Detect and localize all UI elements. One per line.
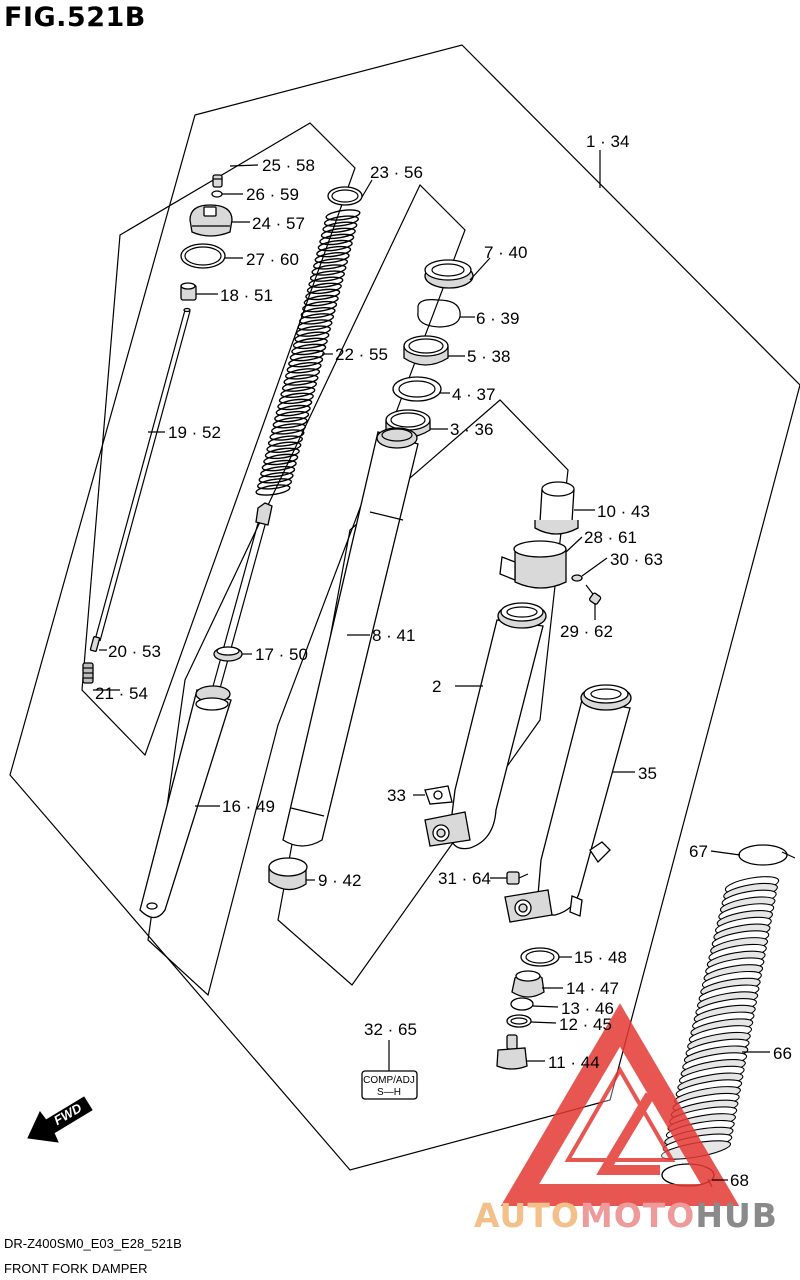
callout-5-38: 5 · 38: [467, 347, 510, 366]
callout-27-60: 27 · 60: [246, 250, 299, 269]
comp-adj-label-32[interactable]: COMP/ADJ S—H: [361, 1070, 418, 1100]
rod-19[interactable]: [94, 307, 191, 642]
watermark-logo-icon: [500, 1003, 740, 1206]
callout-19-52: 19 · 52: [168, 423, 221, 442]
callout-1-34: 1 · 34: [586, 132, 629, 151]
o-ring-15-inner: [525, 950, 555, 964]
watermark-hub: HUB: [695, 1196, 778, 1235]
svg-text:S—H: S—H: [377, 1087, 401, 1098]
bolt-25[interactable]: [212, 174, 223, 188]
watermark-text: AUTOMOTOHUB: [474, 1196, 778, 1235]
callout-26-59: 26 · 59: [246, 185, 299, 204]
clamp-67[interactable]: [738, 844, 796, 866]
subassembly-boundary-cartridge: [277, 399, 569, 986]
subassembly-boundary-inner-tube: [147, 183, 466, 997]
callout-7-40: 7 · 40: [484, 243, 527, 262]
callout-4-37: 4 · 37: [452, 385, 495, 404]
bolt-29[interactable]: [585, 584, 602, 605]
callout-67: 67: [689, 842, 708, 861]
callout-31-64: 31 · 64: [438, 869, 491, 888]
washer-30[interactable]: [571, 574, 583, 582]
figure-code: DR-Z400SM0_E03_E28_521B: [4, 1236, 182, 1251]
nut-18[interactable]: [180, 282, 197, 301]
callout-21-54: 21 · 54: [95, 684, 148, 703]
bolt-31[interactable]: [506, 871, 529, 885]
callout-15-48: 15 · 48: [574, 948, 627, 967]
callout-13-46: 13 · 46: [561, 999, 614, 1018]
inner-tube-8[interactable]: [282, 427, 419, 847]
figure-name: FRONT FORK DAMPER: [4, 1261, 148, 1276]
clip-6[interactable]: [417, 299, 461, 328]
outer-tube-2[interactable]: [424, 602, 547, 850]
callout-66: 66: [773, 1044, 792, 1063]
callout-25-58: 25 · 58: [262, 156, 315, 175]
outer-tube-35[interactable]: [504, 684, 632, 923]
callout-68: 68: [730, 1171, 749, 1190]
watermark-moto: MOTO: [579, 1196, 696, 1235]
fwd-arrow-icon: FWD: [27, 1096, 93, 1143]
callout-32-65: 32 · 65: [364, 1020, 417, 1039]
callout-10-43: 10 · 43: [597, 502, 650, 521]
callout-33: 33: [387, 786, 406, 805]
callout-35: 35: [638, 764, 657, 783]
callout-14-47: 14 · 47: [566, 979, 619, 998]
callout-3-36: 3 · 36: [450, 420, 493, 439]
o-ring-12-inner: [510, 1017, 528, 1025]
svg-text:COMP/ADJ: COMP/ADJ: [363, 1075, 415, 1086]
callout-24-57: 24 · 57: [252, 214, 305, 233]
cap-bolt-24[interactable]: [189, 204, 233, 237]
watermark-auto: AUTO: [474, 1196, 580, 1235]
callout-20-53: 20 · 53: [108, 642, 161, 661]
callout-2: 2: [432, 677, 441, 696]
clamp-28[interactable]: [499, 540, 567, 589]
callout-6-39: 6 · 39: [476, 309, 519, 328]
o-ring-27[interactable]: [180, 243, 226, 269]
washer-26[interactable]: [211, 190, 223, 198]
piston-ring-17[interactable]: [213, 646, 243, 662]
cap-14[interactable]: [511, 970, 545, 998]
callout-23-56: 23 · 56: [370, 163, 423, 182]
callout-12-45: 12 · 45: [559, 1015, 612, 1034]
ring-23-inner: [331, 189, 359, 203]
callout-17-50: 17 · 50: [255, 645, 308, 664]
fork-spring-22[interactable]: [255, 208, 361, 497]
o-ring-27-inner: [184, 246, 222, 266]
o-ring-12[interactable]: [506, 1014, 532, 1028]
callout-30-63: 30 · 63: [610, 550, 663, 569]
callout-18-51: 18 · 51: [220, 286, 273, 305]
adjuster-11[interactable]: [496, 1034, 528, 1070]
subassembly-boundary-damper-rod: [81, 122, 356, 757]
damper-rod-16[interactable]: [139, 502, 273, 919]
callout-28-61: 28 · 61: [584, 528, 637, 547]
washer-4-inner: [398, 380, 436, 398]
callout-16-49: 16 · 49: [222, 797, 275, 816]
bushing-5[interactable]: [403, 335, 449, 366]
callout-11-44: 11 · 44: [548, 1053, 600, 1072]
leader-lines: [93, 150, 770, 1181]
callout-9-42: 9 · 42: [318, 871, 361, 890]
bushing-9[interactable]: [268, 857, 308, 891]
pin-20[interactable]: [89, 636, 101, 652]
callout-labels: 1 · 34 23 · 56 25 · 58 26 · 59 24 · 57 2…: [95, 132, 792, 1190]
assembly-boundary: [9, 44, 800, 1171]
figure-title: FIG.521B: [4, 2, 146, 33]
collar-10[interactable]: [534, 481, 579, 535]
o-ring-13[interactable]: [510, 997, 534, 1011]
callout-8-41: 8 · 41: [372, 626, 415, 645]
callout-22-55: 22 · 55: [335, 345, 388, 364]
seal-7[interactable]: [424, 259, 474, 289]
callout-29-62: 29 · 62: [560, 622, 613, 641]
spring-21[interactable]: [82, 662, 94, 684]
